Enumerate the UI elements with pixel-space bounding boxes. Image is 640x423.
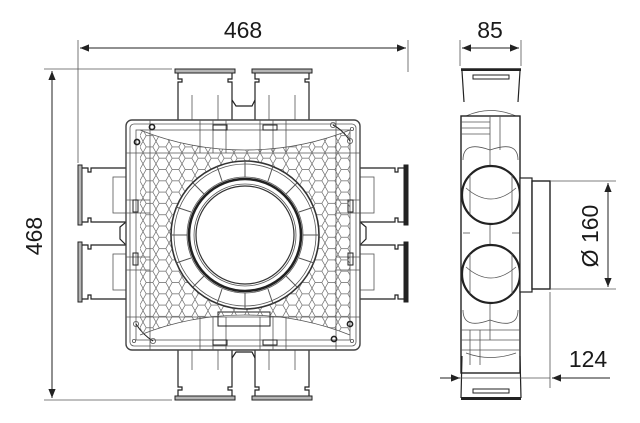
side-depth-dimension: 85 (459, 17, 522, 66)
front-view (77, 68, 409, 401)
side-collar-base (519, 177, 533, 293)
center-collar (170, 160, 320, 310)
bottom-duct-left (174, 347, 236, 401)
front-height-dimension: 468 (21, 68, 172, 401)
left-duct-top (77, 164, 128, 226)
left-duct-bottom (77, 241, 128, 303)
top-duct-right (251, 68, 313, 122)
front-width-dimension: 468 (77, 17, 409, 72)
right-duct-bottom (359, 241, 409, 303)
side-diameter-label: Ø 160 (577, 205, 603, 268)
side-duct-lower (460, 243, 522, 305)
side-offset-label: 124 (569, 346, 608, 372)
front-height-label: 468 (21, 217, 47, 255)
top-duct-left (174, 68, 236, 122)
side-depth-label: 85 (477, 17, 503, 43)
side-diameter-dimension: Ø 160 (550, 180, 616, 290)
side-duct-upper (460, 164, 522, 226)
right-duct-top (359, 164, 409, 226)
side-offset-dimension: 124 (440, 292, 610, 388)
side-collar-spigot (531, 180, 551, 290)
front-width-label: 468 (224, 17, 262, 43)
bottom-duct-right (251, 347, 313, 401)
side-view (460, 68, 551, 400)
